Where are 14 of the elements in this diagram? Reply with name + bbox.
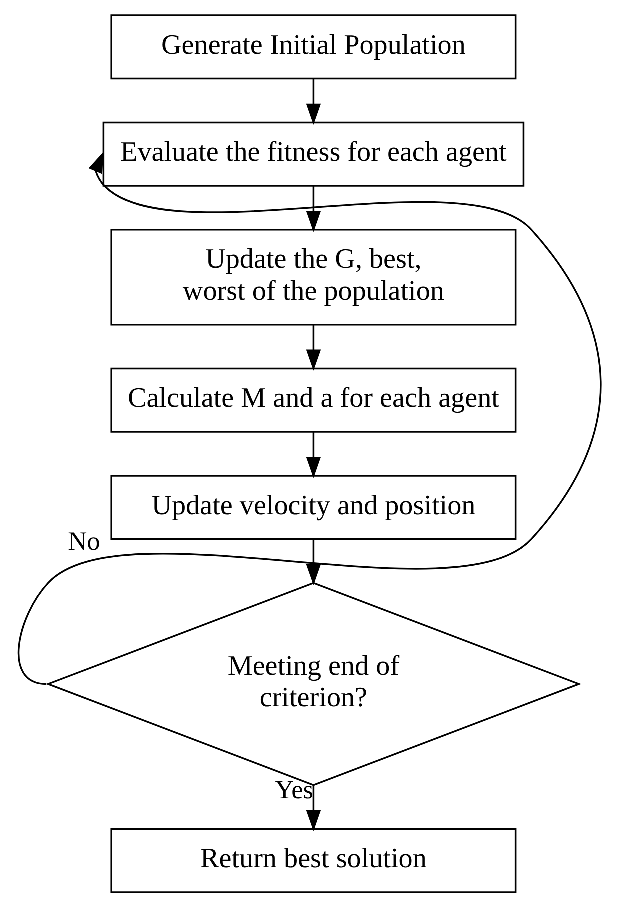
node-box: Generate Initial Population: [110, 14, 516, 80]
arrow: [306, 786, 321, 832]
arrow: [306, 540, 321, 586]
node-box: Update velocity and position: [110, 475, 516, 540]
node-box: Calculate M and a for each agent: [110, 368, 516, 433]
arrow: [306, 78, 321, 125]
arrow: [306, 186, 321, 232]
node-box: Evaluate the fitness for each agent: [102, 122, 524, 187]
edge-label: No: [68, 526, 100, 556]
arrow: [306, 432, 321, 478]
arrow: [306, 325, 321, 371]
node-box: Update the G, best, worst of the population: [110, 229, 516, 326]
arrow: [18, 152, 602, 686]
node-box: Return best solution: [110, 828, 516, 894]
